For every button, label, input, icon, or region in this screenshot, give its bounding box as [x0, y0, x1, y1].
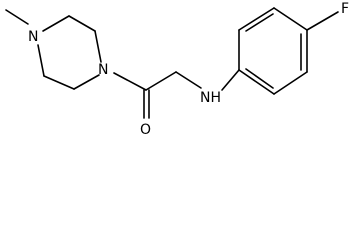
ring-bond-c6-n1: [37, 44, 45, 77]
ring-bond-n1-c2: [42, 15, 70, 32]
atom-label-amine-nh: NH: [200, 90, 221, 106]
atom-label-carbonyl-o: O: [140, 122, 151, 136]
c-f-bond: [306, 11, 339, 31]
benzene-bond-5: [238, 7, 275, 31]
molecule-canvas: N N O NH F: [5, 1, 349, 136]
structure-diagram: N N O NH F: [5, 1, 349, 136]
ring-bond-c3-n4: [94, 30, 102, 63]
benzene-bond-1: [238, 69, 275, 95]
amide-n-carbonyl-bond: [113, 72, 147, 91]
benzene-bond-2: [273, 71, 308, 95]
ch2-nh-bond: [175, 71, 202, 89]
benzene-bond-5-inner: [245, 13, 274, 32]
atom-label-fluorine: F: [341, 1, 349, 17]
methyl-bond: [5, 9, 29, 25]
atom-label-methyl-n: N: [28, 29, 38, 45]
carbonyl-ch2-bond: [145, 71, 177, 91]
ring-bond-c2-c3: [68, 15, 96, 32]
benzene-bond-1-inner: [245, 68, 274, 89]
ring-bond-n4-c5: [73, 74, 100, 90]
atom-label-amide-n: N: [98, 62, 108, 78]
ring-bond-c5-c6: [43, 75, 75, 90]
nh-aryl-bond: [221, 69, 240, 91]
benzene-bond-4: [273, 7, 308, 31]
